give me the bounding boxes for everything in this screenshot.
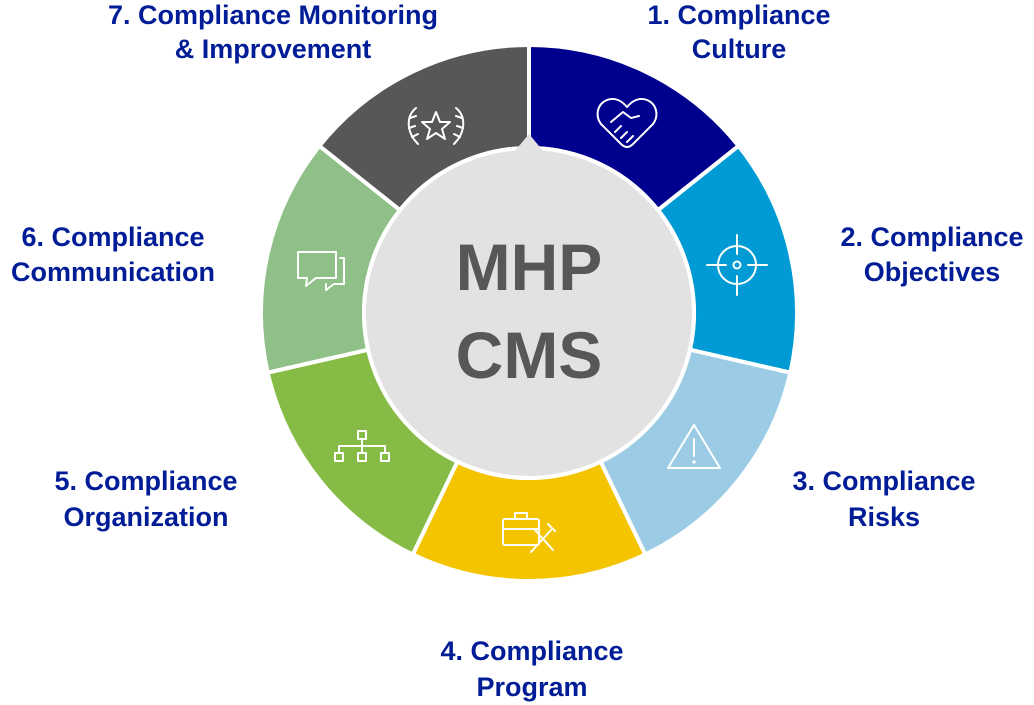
ring (259, 42, 799, 583)
center-circle (362, 146, 696, 480)
cycle-pointer (514, 134, 544, 152)
label-culture-line2: Culture (692, 34, 787, 64)
label-organization-line2: Organization (63, 502, 228, 532)
org-chart-icon (334, 430, 390, 462)
segment-labels: 1. Compliance Culture 2. Compliance Obje… (11, 0, 1024, 702)
center-title-line2: CMS (456, 318, 603, 392)
speech-bubbles-icon (297, 251, 345, 291)
label-program-line1: 4. Compliance (440, 636, 623, 666)
label-risks-line1: 3. Compliance (792, 466, 975, 496)
label-objectives-line1: 2. Compliance (840, 222, 1023, 252)
center-title-line1: MHP (456, 230, 603, 304)
center-hub: MHP CMS (362, 134, 696, 480)
toolbox-icon (502, 512, 556, 553)
label-communication-line1: 6. Compliance (21, 222, 204, 252)
handshake-icon (596, 97, 658, 148)
label-risks-line2: Risks (848, 502, 920, 532)
label-culture-line1: 1. Compliance (647, 0, 830, 30)
target-icon (706, 234, 768, 296)
warning-icon (667, 424, 721, 469)
label-monitoring-line2: & Improvement (175, 34, 372, 64)
label-program-line2: Program (476, 672, 587, 702)
label-monitoring-line1: 7. Compliance Monitoring (108, 0, 438, 30)
laurel-star-icon (407, 107, 465, 145)
label-communication-line2: Communication (11, 257, 215, 287)
label-organization-line1: 5. Compliance (54, 466, 237, 496)
label-objectives-line2: Objectives (864, 257, 1001, 287)
